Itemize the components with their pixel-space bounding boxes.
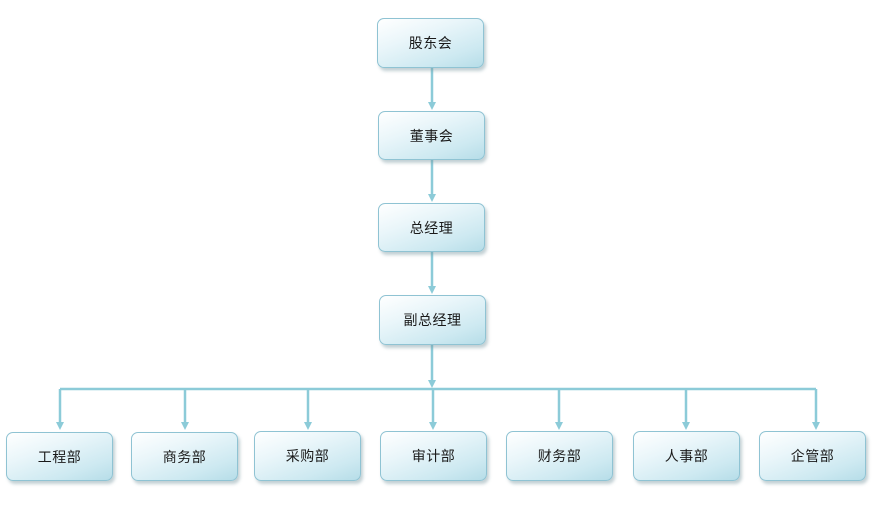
node-label: 董事会 bbox=[409, 128, 454, 145]
node-engineering-dept: 工程部 bbox=[6, 432, 113, 481]
node-label: 企管部 bbox=[790, 449, 835, 465]
node-label: 副总经理 bbox=[403, 313, 462, 329]
node-label: 商务部 bbox=[162, 449, 207, 466]
node-business-dept: 商务部 bbox=[131, 432, 238, 481]
node-label: 总经理 bbox=[409, 220, 454, 237]
node-audit-dept: 审计部 bbox=[380, 431, 487, 481]
node-label: 财务部 bbox=[537, 449, 582, 465]
node-label: 工程部 bbox=[37, 449, 82, 466]
node-hr-dept: 人事部 bbox=[633, 431, 740, 481]
node-finance-dept: 财务部 bbox=[506, 431, 613, 481]
node-deputy-general-manager: 副总经理 bbox=[379, 295, 486, 345]
node-label: 人事部 bbox=[664, 449, 709, 465]
node-label: 审计部 bbox=[411, 449, 456, 465]
node-label: 股东会 bbox=[408, 36, 453, 52]
node-board-of-directors: 董事会 bbox=[378, 111, 485, 160]
node-enterprise-mgmt-dept: 企管部 bbox=[759, 431, 866, 481]
node-shareholders-meeting: 股东会 bbox=[377, 18, 484, 68]
node-purchasing-dept: 采购部 bbox=[254, 431, 361, 481]
node-general-manager: 总经理 bbox=[378, 203, 485, 252]
node-label: 采购部 bbox=[285, 449, 330, 465]
